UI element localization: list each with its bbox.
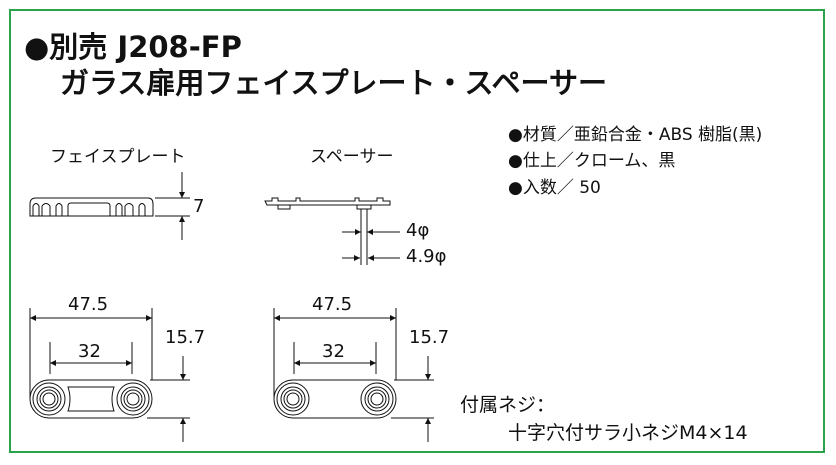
spacer-inner-dia-dim: 4φ <box>406 220 430 241</box>
spec-material: ●材質／亜鉛合金・ABS 樹脂(黒) <box>508 125 763 145</box>
spacer-side-view <box>264 197 400 265</box>
faceplate-height-dim: 7 <box>193 196 205 217</box>
product-subtitle: ガラス扉用フェイスプレート・スペーサー <box>60 66 607 100</box>
faceplate-top-view <box>29 308 190 442</box>
spec-quantity: ●入数／ 50 <box>508 178 601 198</box>
spacer-label: スペーサー <box>310 147 394 167</box>
spacer-outer-dia-dim: 4.9φ <box>406 246 447 267</box>
spacer-top-view <box>273 308 434 442</box>
faceplate-pitch-dim: 32 <box>78 341 101 362</box>
accessory-label: 付属ネジ： <box>460 394 556 416</box>
product-title: ●別売 J208-FP <box>24 30 242 64</box>
faceplate-width-dim: 15.7 <box>165 327 206 348</box>
faceplate-label: フェイスプレート <box>50 147 186 167</box>
green-frame <box>9 9 825 453</box>
faceplate-side-view <box>29 172 190 240</box>
spec-finish: ●仕上／クローム、黒 <box>508 151 676 171</box>
accessory-screw: 十字穴付サラ小ネジM4×14 <box>508 422 748 444</box>
faceplate-length-dim: 47.5 <box>68 294 109 315</box>
spacer-width-dim: 15.7 <box>409 327 450 348</box>
spacer-pitch-dim: 32 <box>322 341 345 362</box>
spacer-length-dim: 47.5 <box>312 294 353 315</box>
